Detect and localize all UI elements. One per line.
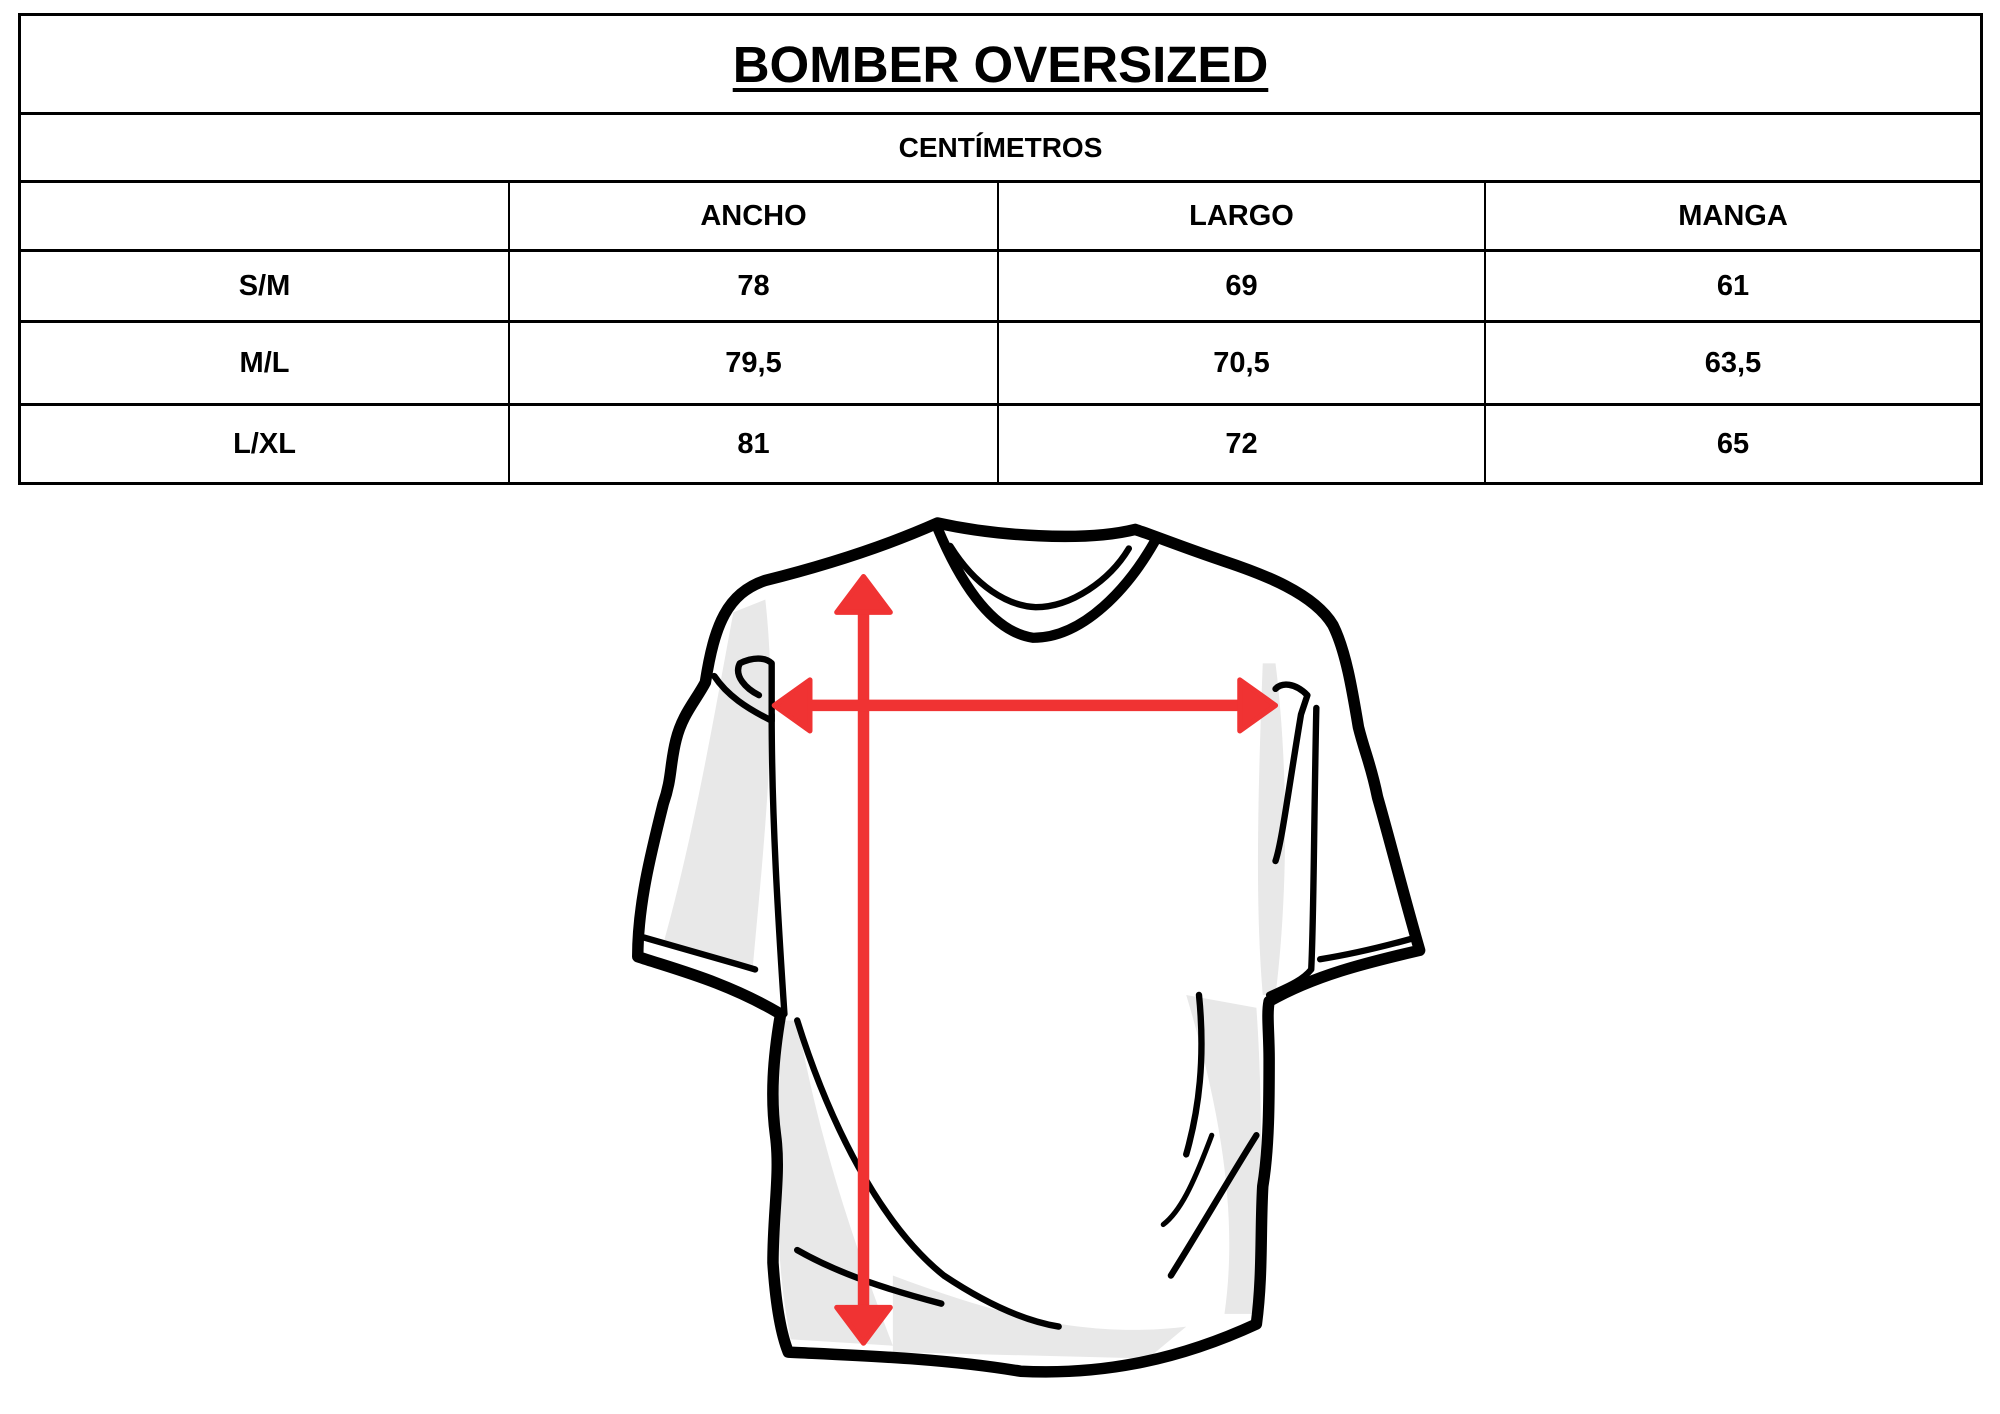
header-largo: LARGO — [997, 183, 1484, 249]
unit-label: CENTÍMETROS — [898, 131, 1103, 163]
header-row: ANCHO LARGO MANGA — [21, 183, 1980, 252]
ancho-value: 81 — [508, 406, 997, 482]
table-row: S/M 78 69 61 — [21, 252, 1980, 323]
arrow-head-left-icon — [771, 677, 813, 734]
largo-value: 72 — [997, 406, 1484, 482]
largo-value: 70,5 — [997, 323, 1484, 403]
table-row: M/L 79,5 70,5 63,5 — [21, 323, 1980, 406]
shirt-shading — [663, 599, 1286, 1359]
unit-row: CENTÍMETROS — [21, 115, 1980, 183]
title-row: BOMBER OVERSIZED — [21, 16, 1980, 115]
largo-value: 69 — [997, 252, 1484, 320]
size-label: S/M — [238, 269, 291, 302]
manga-value: 65 — [1484, 406, 1980, 482]
arrow-head-right-icon — [1237, 677, 1279, 734]
manga-value: 63,5 — [1484, 323, 1980, 403]
shirt-outline — [632, 517, 1426, 1378]
table-row: L/XL 81 72 65 — [21, 406, 1980, 482]
manga-value: 61 — [1484, 252, 1980, 320]
ancho-value: 79,5 — [508, 323, 997, 403]
measurement-arrows — [771, 574, 1279, 1346]
size-label: L/XL — [233, 427, 296, 460]
arrow-head-up-icon — [834, 574, 893, 615]
header-ancho: ANCHO — [508, 183, 997, 249]
header-manga: MANGA — [1484, 183, 1980, 249]
chart-title: BOMBER OVERSIZED — [732, 35, 1269, 93]
arrow-head-down-icon — [834, 1304, 893, 1346]
size-chart-table: BOMBER OVERSIZED CENTÍMETROS ANCHO LARGO… — [18, 13, 1983, 485]
size-label: M/L — [239, 346, 290, 379]
ancho-value: 78 — [508, 252, 997, 320]
